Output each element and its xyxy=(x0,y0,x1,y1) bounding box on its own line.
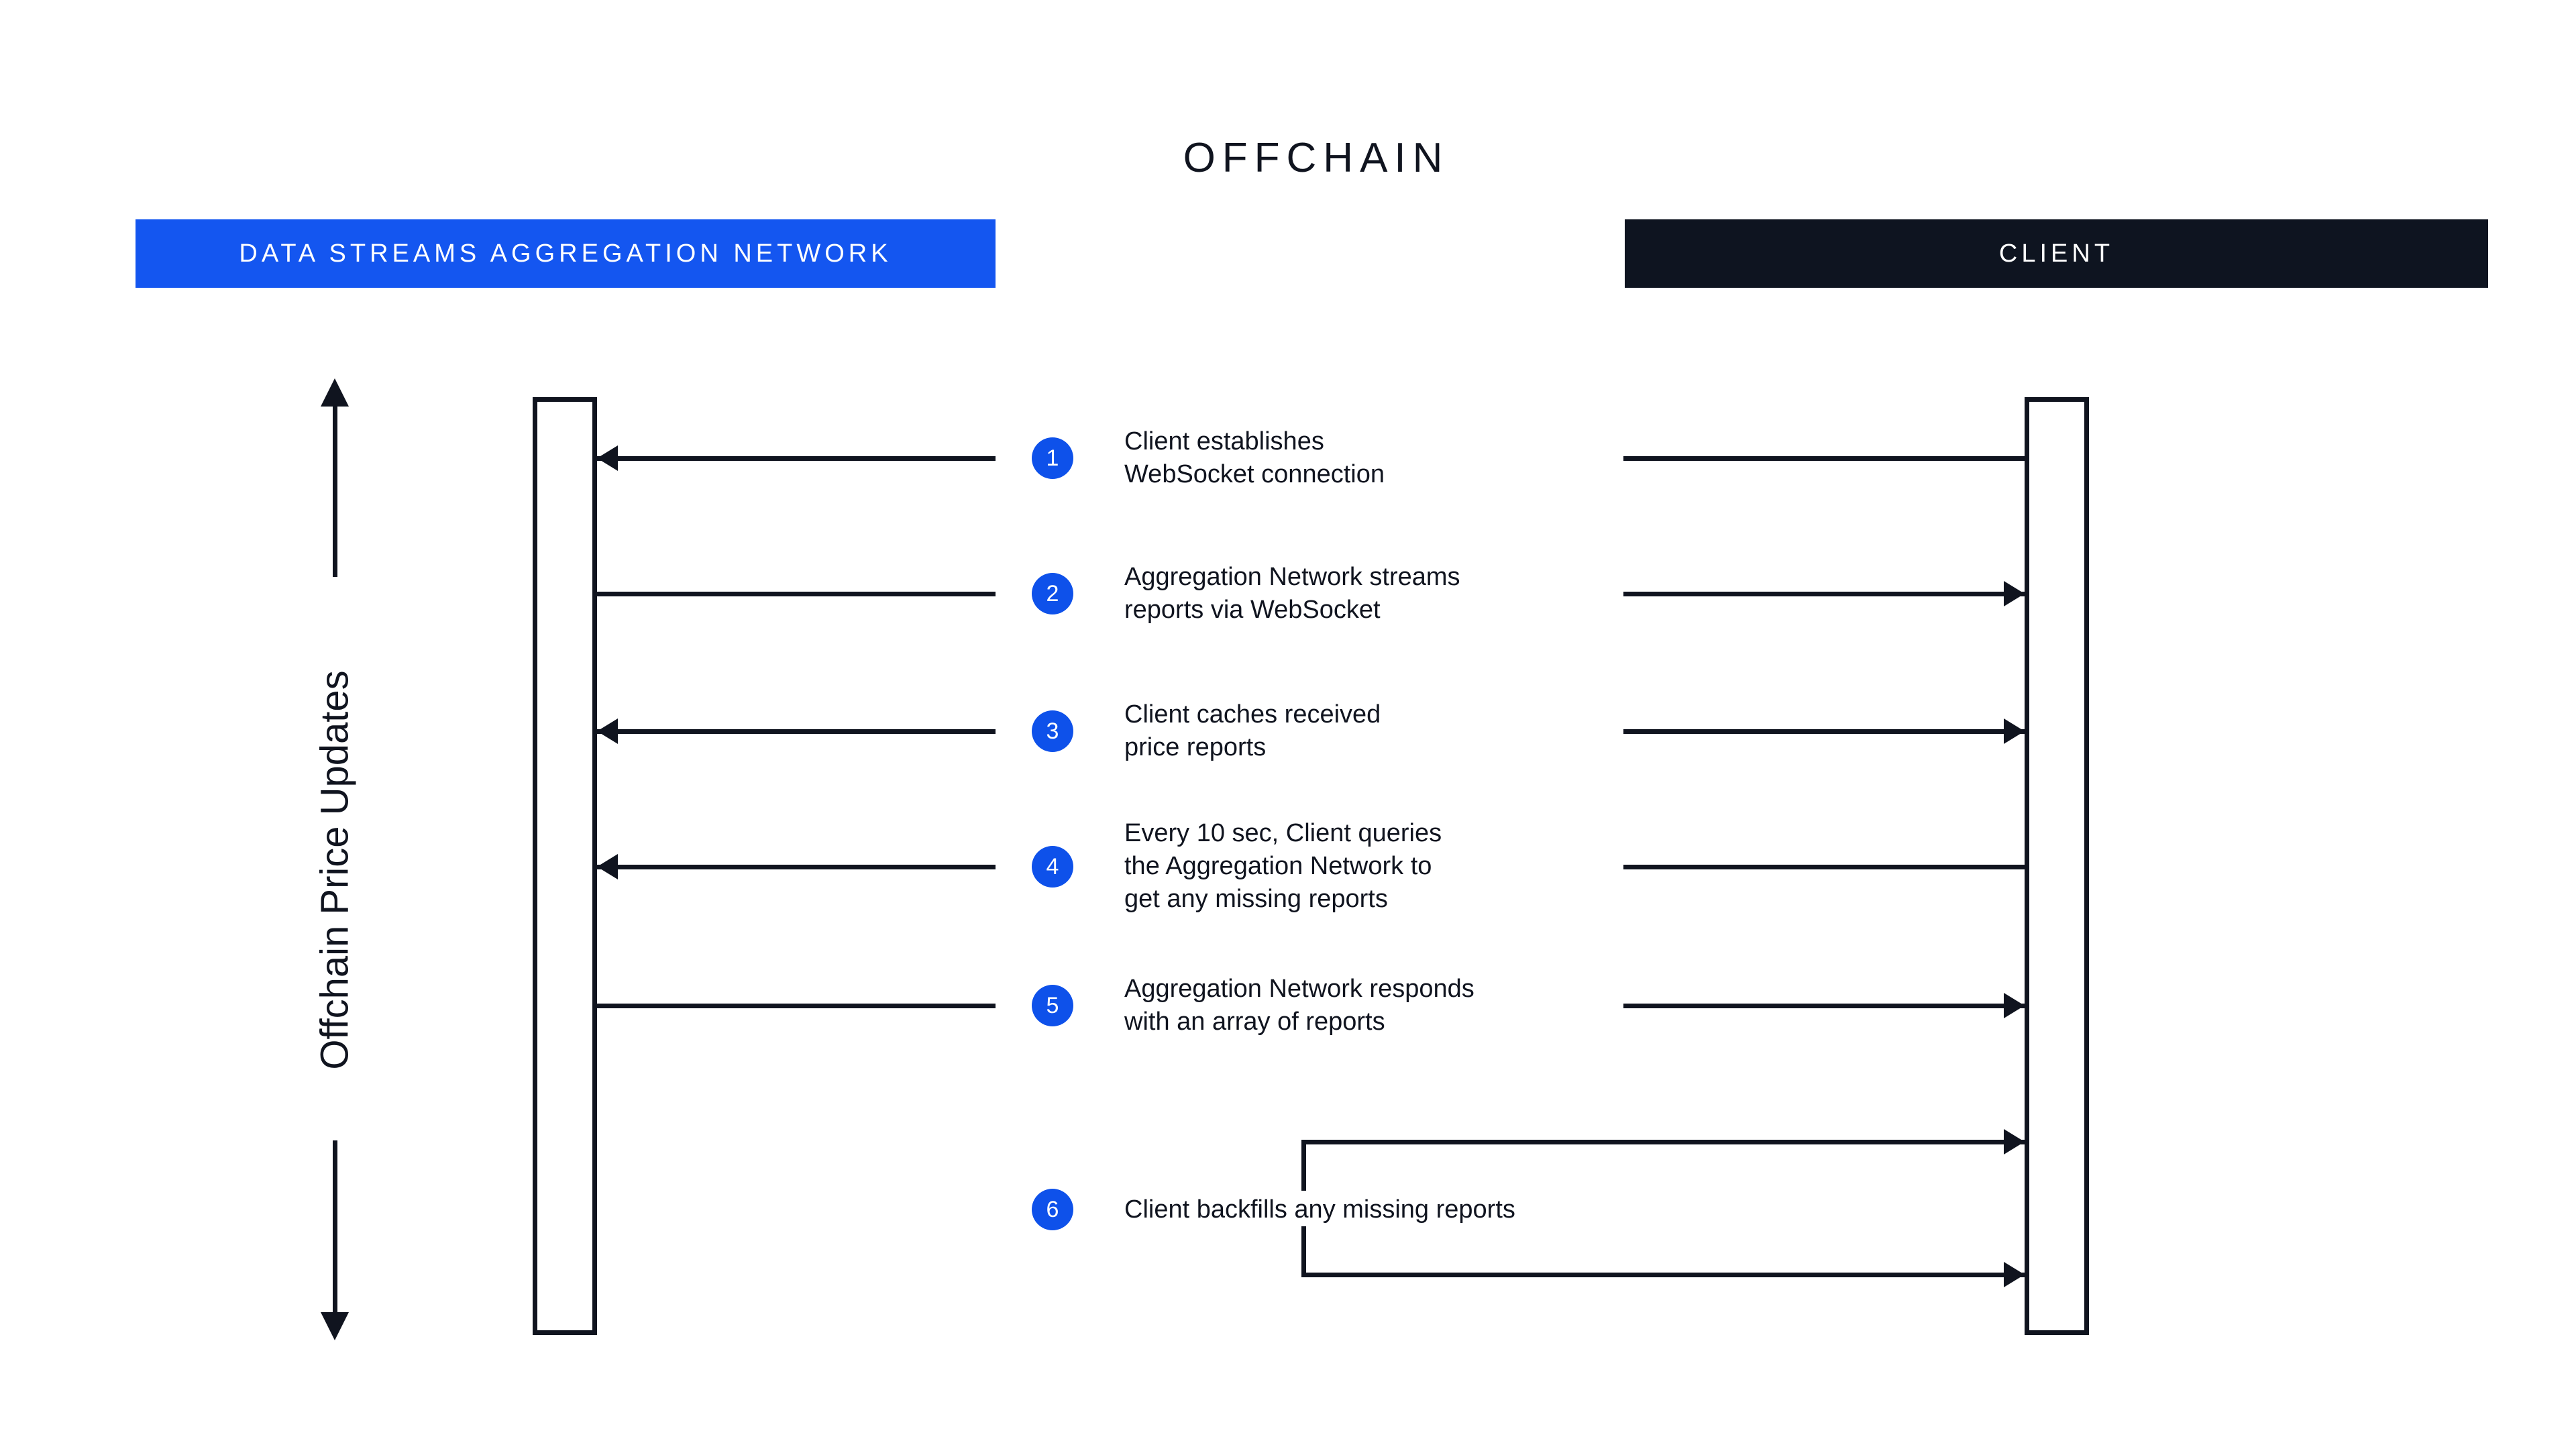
step-3-right-line xyxy=(1623,729,2025,734)
step-3-text: Client caches received price reports xyxy=(1124,700,1381,761)
step-1-left-line xyxy=(597,456,996,461)
step-5-text: Aggregation Network responds with an arr… xyxy=(1124,975,1474,1036)
step-4-badge: 4 xyxy=(1032,846,1073,888)
step-6-text: Client backfills any missing reports xyxy=(1124,1195,1515,1224)
step-6-loop-bottom-line xyxy=(1301,1273,2025,1277)
aggregation-network-lifeline xyxy=(533,397,597,1335)
step-1-text: Client establishes WebSocket connection xyxy=(1124,427,1385,488)
step-3-badge: 3 xyxy=(1032,710,1073,752)
step-5-right-line xyxy=(1623,1004,2025,1008)
step-6-loop-top-elbow xyxy=(1301,1140,1306,1191)
step-6-loop-bottom-elbow xyxy=(1301,1226,1306,1277)
axis-up-arrow-icon xyxy=(321,378,349,407)
aggregation-network-banner: DATA STREAMS AGGREGATION NETWORK xyxy=(136,219,996,288)
step-6-badge: 6 xyxy=(1032,1189,1073,1230)
step-2-right-line xyxy=(1623,592,2025,596)
client-lifeline xyxy=(2025,397,2089,1335)
axis-down-arrow-icon xyxy=(321,1312,349,1340)
step-6-loop-top-arrow-right-icon xyxy=(2004,1129,2025,1155)
client-banner-label: CLIENT xyxy=(1998,239,2114,268)
step-3-arrow-left-icon xyxy=(597,718,618,744)
step-5-badge: 5 xyxy=(1032,985,1073,1026)
step-6-loop-top-line xyxy=(1301,1140,2025,1144)
step-1-badge: 1 xyxy=(1032,437,1073,479)
axis-line-bottom xyxy=(333,1140,337,1313)
step-3-left-line xyxy=(597,729,996,734)
axis-line-top xyxy=(333,404,337,577)
step-4-text: Every 10 sec, Client queries the Aggrega… xyxy=(1124,819,1442,913)
axis-label: Offchain Price Updates xyxy=(313,670,357,1070)
step-4-right-line xyxy=(1623,865,2025,869)
step-5-arrow-right-icon xyxy=(2004,993,2025,1018)
step-4-left-line xyxy=(597,865,996,869)
step-1-arrow-left-icon xyxy=(597,445,618,471)
step-5-left-line xyxy=(597,1004,996,1008)
diagram-title: OFFCHAIN xyxy=(1183,135,1450,181)
step-2-left-line xyxy=(597,592,996,596)
step-3-arrow-right-icon xyxy=(2004,718,2025,744)
step-2-text: Aggregation Network streams reports via … xyxy=(1124,563,1460,624)
step-2-badge: 2 xyxy=(1032,573,1073,614)
client-banner: CLIENT xyxy=(1625,219,2488,288)
step-6-loop-bottom-arrow-right-icon xyxy=(2004,1262,2025,1287)
aggregation-network-banner-label: DATA STREAMS AGGREGATION NETWORK xyxy=(239,239,892,268)
step-2-arrow-right-icon xyxy=(2004,581,2025,606)
step-4-arrow-left-icon xyxy=(597,854,618,879)
step-1-right-line xyxy=(1623,456,2025,461)
